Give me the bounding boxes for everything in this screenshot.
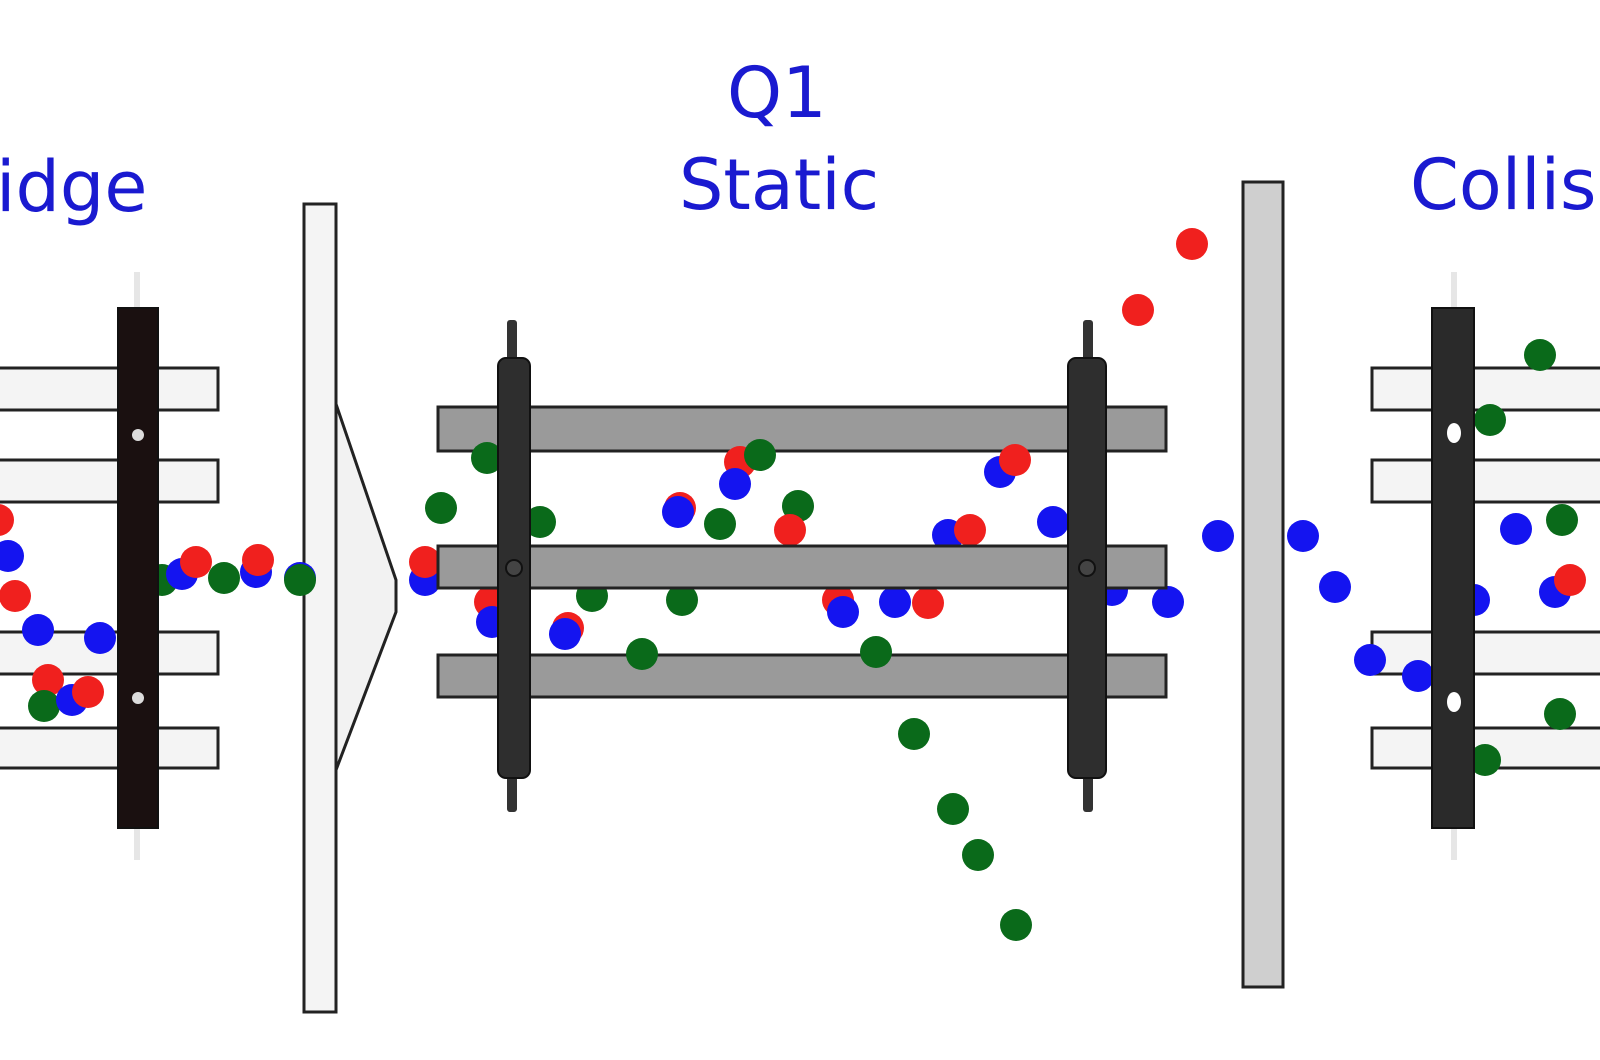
ion-dot <box>284 564 316 596</box>
ion-dot <box>879 586 911 618</box>
q1-quadrupole <box>436 405 1168 699</box>
q1-holder-left-pin-top <box>507 320 517 364</box>
q1-holder-right-screw <box>1078 559 1096 577</box>
ion-dot <box>1469 744 1501 776</box>
ions-front <box>0 228 1586 941</box>
collision-label: Collis <box>1410 144 1597 226</box>
ion-dot <box>0 504 14 536</box>
ion-bridge-rod-1 <box>0 366 220 412</box>
ion-bridge-rod-2 <box>0 458 220 504</box>
lens <box>302 202 398 1014</box>
ion-dot <box>1152 586 1184 618</box>
q1-holder-left-pin-bottom <box>507 770 517 812</box>
q1-rod-top <box>436 405 1168 453</box>
ion-bridge-rod-4 <box>0 726 220 770</box>
ion-dot <box>0 580 31 612</box>
q1-holder-left <box>497 320 531 812</box>
ion-dot <box>860 636 892 668</box>
ion-dot <box>1122 294 1154 326</box>
ion-bridge <box>0 272 220 860</box>
ion-dot <box>1000 909 1032 941</box>
ion-dot <box>1287 520 1319 552</box>
ion-dot <box>180 546 212 578</box>
ion-dot <box>1037 506 1069 538</box>
ion-dot <box>662 496 694 528</box>
ion-dot <box>1176 228 1208 260</box>
lens-plate <box>302 202 338 1014</box>
ion-dot <box>1319 571 1351 603</box>
ion-dot <box>774 514 806 546</box>
ion-dot <box>898 718 930 750</box>
ion-dot <box>471 442 503 474</box>
static-label: Static <box>679 144 880 226</box>
ion-dot <box>1402 660 1434 692</box>
q1-rod-bottom <box>436 653 1168 699</box>
ion-dot <box>1554 564 1586 596</box>
collision-hole-2 <box>1447 692 1461 712</box>
collision-spine-bar <box>1431 307 1475 829</box>
ion-dot <box>28 690 60 722</box>
ion-dot <box>1500 513 1532 545</box>
ion-dot <box>72 676 104 708</box>
ion-dot <box>0 540 24 572</box>
ion-dot <box>704 508 736 540</box>
q1-holder-right <box>1067 320 1107 812</box>
ion-dot <box>1546 504 1578 536</box>
ion-dot <box>22 614 54 646</box>
q1-holder-right-pin-bottom <box>1083 770 1093 812</box>
ion-dot <box>719 468 751 500</box>
q1-label: Q1 <box>727 52 827 134</box>
ion-dot <box>32 664 64 696</box>
collision-rod-2 <box>1370 458 1600 504</box>
ion-dot <box>1544 698 1576 730</box>
ion-dot <box>954 514 986 546</box>
lens-cone <box>334 403 398 771</box>
ion-dot <box>827 596 859 628</box>
ion-dot <box>409 546 441 578</box>
collision-rod-1 <box>1370 366 1600 412</box>
ion-dot <box>937 793 969 825</box>
ion-dot <box>626 638 658 670</box>
ion-dot <box>1354 644 1386 676</box>
ion-dot <box>425 492 457 524</box>
collision-hole-1 <box>1447 423 1461 443</box>
ion-dot <box>744 439 776 471</box>
ion-bridge-spine-bar <box>117 307 159 829</box>
ion-dot <box>208 562 240 594</box>
ion-bridge-label: idge <box>0 146 148 228</box>
ion-dot <box>524 506 556 538</box>
ion-dot <box>1524 339 1556 371</box>
ion-dot <box>999 444 1031 476</box>
ion-dot <box>84 622 116 654</box>
q1-rod-middle <box>436 544 1168 590</box>
ion-bridge-spine <box>117 307 159 829</box>
ion-dot <box>1474 404 1506 436</box>
q1-holder-left-screw <box>505 559 523 577</box>
ion-dot <box>549 618 581 650</box>
ion-dot <box>1202 520 1234 552</box>
collision-spine <box>1431 307 1475 829</box>
ion-bridge-hole-2 <box>132 692 144 704</box>
q1-holder-right-pin-top <box>1083 320 1093 364</box>
ion-dot <box>242 544 274 576</box>
ion-dot <box>912 587 944 619</box>
ion-dot <box>666 584 698 616</box>
ion-dot <box>962 839 994 871</box>
ion-bridge-hole-1 <box>132 429 144 441</box>
exit-plate <box>1241 180 1285 989</box>
